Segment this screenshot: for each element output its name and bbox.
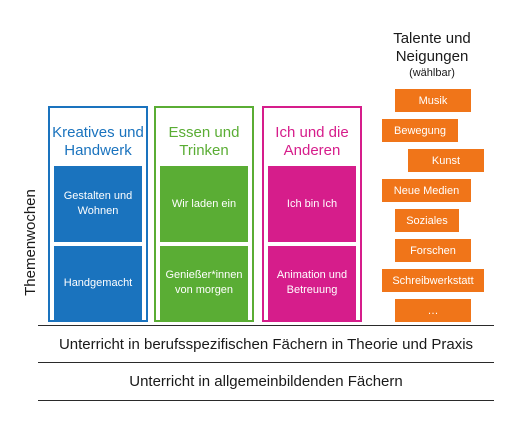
tile-wir-laden-ein: Wir laden ein bbox=[160, 166, 248, 242]
talent-schreibwerkstatt: Schreibwerkstatt bbox=[382, 269, 484, 292]
tile-geniesserinnen-von-morgen: Genießer*innen von morgen bbox=[160, 246, 248, 320]
talent-soziales: Soziales bbox=[395, 209, 459, 232]
week-column-ich-und-die-anderen: Ich und die Anderen Ich bin Ich Animatio… bbox=[262, 106, 362, 322]
week-column-kreatives-handwerk: Kreatives und Handwerk Gestalten und Woh… bbox=[48, 106, 148, 322]
band-allgemeinbildend: Unterricht in allgemeinbildenden Fächern bbox=[129, 373, 403, 390]
talent-forschen: Forschen bbox=[395, 239, 471, 262]
themenwochen-label: Themenwochen bbox=[21, 188, 39, 296]
divider-line bbox=[38, 400, 494, 401]
column-title: Ich und die Anderen bbox=[275, 124, 349, 159]
talent-bewegung: Bewegung bbox=[382, 119, 458, 142]
talent-neue-medien: Neue Medien bbox=[382, 179, 471, 202]
column-title: Kreatives und Handwerk bbox=[52, 124, 144, 159]
talent-kunst: Kunst bbox=[408, 149, 484, 172]
talents-title: Talente und Neigungen (wählbar) bbox=[393, 30, 471, 79]
tile-gestalten-und-wohnen: Gestalten und Wohnen bbox=[54, 166, 142, 242]
talent-more: … bbox=[395, 299, 471, 322]
tile-ich-bin-ich: Ich bin Ich bbox=[268, 166, 356, 242]
band-berufsspezifisch: Unterricht in berufsspezifischen Fächern… bbox=[58, 336, 474, 353]
talent-musik: Musik bbox=[395, 89, 471, 112]
tile-handgemacht: Handgemacht bbox=[54, 246, 142, 320]
tile-animation-und-betreuung: Animation und Betreuung bbox=[268, 246, 356, 320]
divider-line bbox=[38, 325, 494, 326]
week-column-essen-trinken: Essen und Trinken Wir laden ein Genießer… bbox=[154, 106, 254, 322]
divider-line bbox=[38, 362, 494, 363]
column-title: Essen und Trinken bbox=[168, 124, 240, 159]
